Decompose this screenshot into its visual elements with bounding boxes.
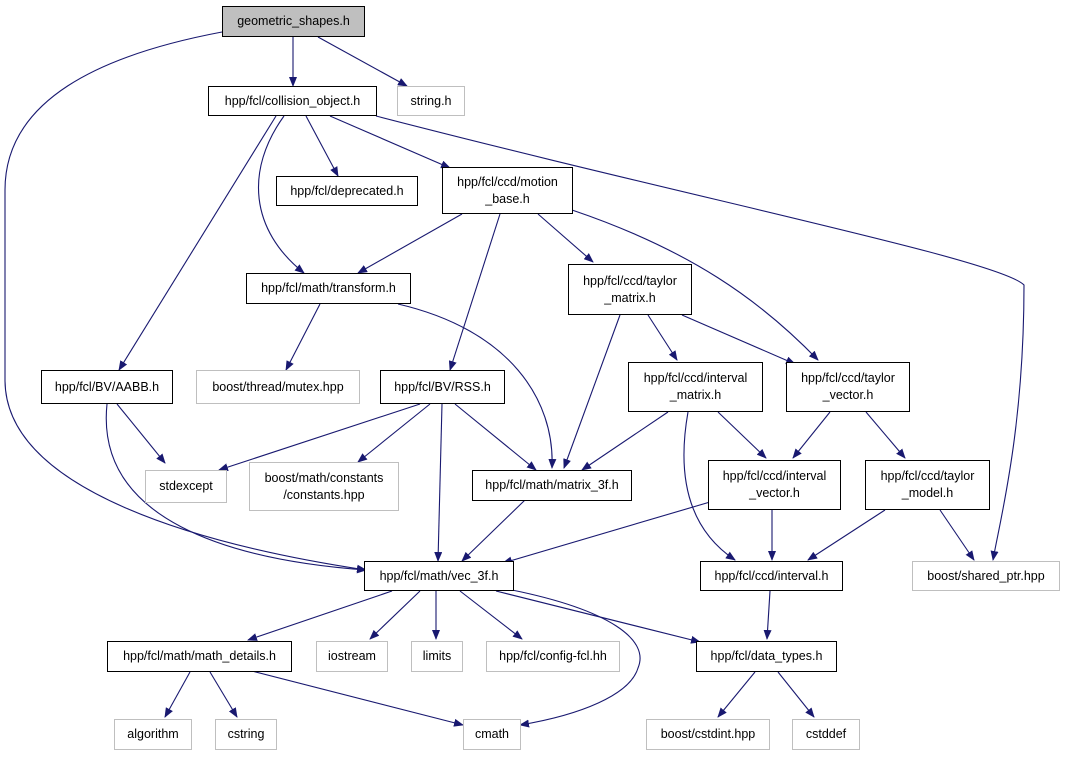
node-interval-vector[interactable]: hpp/fcl/ccd/interval _vector.h [708, 460, 841, 510]
node-transform[interactable]: hpp/fcl/math/transform.h [246, 273, 411, 304]
edge-collision-object-to-aabb [118, 115, 277, 371]
edge-geometric-shapes-to-vec-3f [4, 31, 367, 573]
node-matrix-3f[interactable]: hpp/fcl/math/matrix_3f.h [472, 470, 632, 501]
edge-taylor-matrix-to-interval-matrix [647, 314, 678, 361]
node-vec-3f[interactable]: hpp/fcl/math/vec_3f.h [364, 561, 514, 591]
node-collision-object[interactable]: hpp/fcl/collision_object.h [208, 86, 377, 116]
node-interval-matrix[interactable]: hpp/fcl/ccd/interval _matrix.h [628, 362, 763, 412]
edge-vec-3f-to-config-fcl [459, 590, 523, 640]
node-limits[interactable]: limits [411, 641, 463, 672]
edge-matrix-3f-to-vec-3f [461, 499, 526, 562]
node-math-details[interactable]: hpp/fcl/math/math_details.h [107, 641, 292, 672]
edge-vec-3f-to-iostream [369, 590, 421, 640]
edge-taylor-vector-to-taylor-model [865, 411, 906, 459]
node-config-fcl[interactable]: hpp/fcl/config-fcl.hh [486, 641, 620, 672]
node-taylor-model[interactable]: hpp/fcl/ccd/taylor _model.h [865, 460, 990, 510]
edge-data-types-to-cstddef [777, 671, 815, 718]
edge-collision-object-to-motion-base [329, 115, 451, 169]
edge-math-details-to-algorithm [164, 671, 191, 718]
node-motion-base[interactable]: hpp/fcl/ccd/motion _base.h [442, 167, 573, 214]
edge-interval-to-data-types [763, 590, 772, 640]
node-aabb[interactable]: hpp/fcl/BV/AABB.h [41, 370, 173, 404]
edge-geometric-shapes-to-string [317, 36, 408, 87]
edge-rss-to-boost-constants [357, 403, 431, 463]
edge-data-types-to-boost-cstdint [717, 671, 756, 718]
edge-motion-base-to-taylor-vector [571, 209, 819, 361]
edge-rss-to-vec-3f [434, 403, 443, 562]
edge-transform-to-boost-mutex [285, 303, 321, 371]
edge-math-details-to-cstring [209, 671, 238, 718]
edge-math-details-to-cmath [251, 670, 464, 727]
node-interval[interactable]: hpp/fcl/ccd/interval.h [700, 561, 843, 591]
edge-interval-matrix-to-matrix-3f [581, 411, 669, 471]
node-cstddef[interactable]: cstddef [792, 719, 860, 750]
node-rss[interactable]: hpp/fcl/BV/RSS.h [380, 370, 505, 404]
edge-interval-vector-to-vec-3f [502, 501, 711, 565]
node-boost-mutex[interactable]: boost/thread/mutex.hpp [196, 370, 360, 404]
node-cstring[interactable]: cstring [215, 719, 277, 750]
node-data-types[interactable]: hpp/fcl/data_types.h [696, 641, 837, 672]
edge-interval-matrix-to-interval [683, 411, 736, 561]
edge-taylor-vector-to-interval-vector [792, 411, 831, 459]
edge-motion-base-to-taylor-matrix [537, 213, 594, 263]
edge-interval-matrix-to-interval-vector [717, 411, 767, 459]
edge-taylor-model-to-interval [807, 509, 886, 561]
node-deprecated[interactable]: hpp/fcl/deprecated.h [276, 176, 418, 206]
edge-transform-to-matrix-3f [397, 303, 557, 469]
edge-collision-object-to-shared-ptr [375, 115, 1025, 561]
edge-collision-object-to-deprecated [305, 115, 339, 177]
edge-motion-base-to-rss [448, 213, 501, 371]
node-taylor-vector[interactable]: hpp/fcl/ccd/taylor _vector.h [786, 362, 910, 412]
node-algorithm[interactable]: algorithm [114, 719, 192, 750]
edge-vec-3f-to-cmath [511, 589, 641, 728]
node-stdexcept[interactable]: stdexcept [145, 470, 227, 503]
node-string-h[interactable]: string.h [397, 86, 465, 116]
edge-rss-to-matrix-3f [454, 403, 537, 471]
edge-vec-3f-to-math-details [247, 590, 393, 641]
node-iostream[interactable]: iostream [316, 641, 388, 672]
node-boost-shared-ptr[interactable]: boost/shared_ptr.hpp [912, 561, 1060, 591]
edge-collision-object-to-transform [257, 115, 305, 274]
node-taylor-matrix[interactable]: hpp/fcl/ccd/taylor _matrix.h [568, 264, 692, 315]
edge-taylor-matrix-to-matrix-3f [563, 314, 621, 469]
node-boost-cstdint[interactable]: boost/cstdint.hpp [646, 719, 770, 750]
edge-aabb-to-stdexcept [116, 403, 166, 464]
edge-motion-base-to-transform [357, 213, 463, 274]
node-boost-constants[interactable]: boost/math/constants /constants.hpp [249, 462, 399, 511]
edge-taylor-matrix-to-taylor-vector [681, 314, 796, 365]
node-cmath[interactable]: cmath [463, 719, 521, 750]
node-geometric-shapes[interactable]: geometric_shapes.h [222, 6, 365, 37]
edge-rss-to-stdexcept [218, 403, 421, 471]
edge-taylor-model-to-shared-ptr [939, 509, 975, 561]
edge-aabb-to-vec-3f [105, 403, 367, 574]
